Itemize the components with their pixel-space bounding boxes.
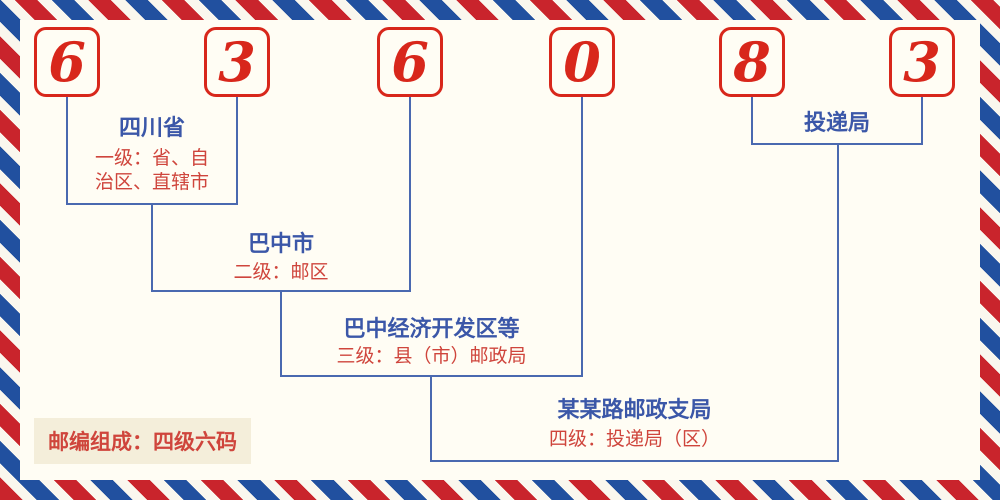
connector-line-level4-right	[837, 143, 839, 462]
digit-value-4: 0	[563, 30, 601, 94]
digit-box-6: 3	[889, 27, 955, 97]
level1-desc-line1: 一级：省、自	[94, 148, 209, 169]
digit-box-3: 6	[377, 27, 443, 97]
level3-desc: 三级：县（市）邮政局	[336, 346, 527, 367]
digit-box-1: 6	[34, 27, 100, 97]
connector-line-level4-left	[430, 375, 432, 462]
connector-line-delivery-right	[921, 97, 923, 145]
composition-badge: 邮编组成：四级六码	[34, 418, 251, 464]
delivery-office-label: 投递局	[803, 110, 870, 135]
level2-desc: 二级：邮区	[233, 262, 329, 283]
connector-line-level4-bottom	[430, 460, 839, 462]
digit-value-1: 6	[48, 30, 86, 94]
level1-region-name: 四川省	[118, 115, 185, 140]
connector-line-level3-right	[581, 97, 583, 377]
digit-value-3: 6	[391, 30, 429, 94]
digit-box-4: 0	[549, 27, 615, 97]
connector-line-level3-left	[280, 290, 282, 377]
connector-line-level1-right	[236, 97, 238, 205]
diagram-background	[20, 20, 980, 480]
digit-value-6: 3	[903, 30, 941, 94]
level4-region-name: 某某路邮政支局	[557, 397, 712, 422]
digit-box-5: 8	[719, 27, 785, 97]
level1-desc-line2: 治区、直辖市	[94, 172, 209, 193]
level3-region-name: 巴中经济开发区等	[343, 316, 520, 341]
level4-desc: 四级：投递局（区）	[548, 429, 720, 450]
connector-line-delivery-bottom	[751, 143, 923, 145]
level2-region-name: 巴中市	[247, 231, 314, 256]
connector-line-level2-left	[151, 203, 153, 292]
digit-value-5: 8	[733, 30, 771, 94]
digit-box-2: 3	[204, 27, 270, 97]
connector-line-delivery-left	[751, 97, 753, 145]
connector-line-level2-right	[409, 97, 411, 292]
digit-value-2: 3	[218, 30, 256, 94]
connector-line-level1-left	[66, 97, 68, 205]
